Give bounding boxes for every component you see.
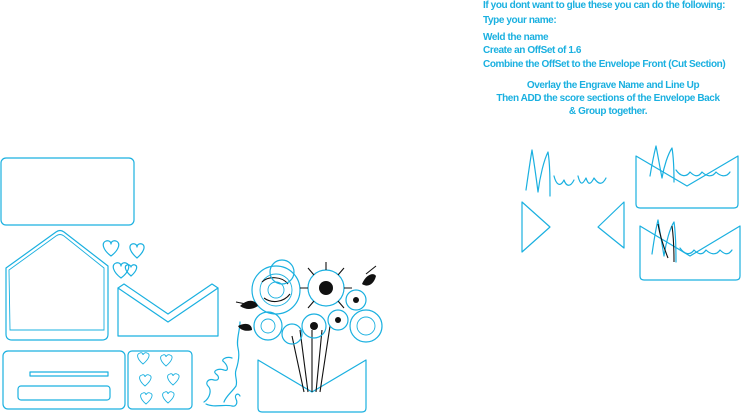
instruction-step-type-name: Type your name: [483, 15, 557, 26]
triangle-left-cutout[interactable] [597, 201, 625, 249]
script-mum-icon[interactable] [203, 321, 241, 407]
card-panel-cutout[interactable] [0, 157, 135, 226]
script-mum-icon[interactable] [525, 149, 607, 197]
envelope-front-with-name-bottom[interactable] [639, 219, 741, 281]
envelope-front-cutout[interactable] [117, 283, 219, 337]
instruction-step-combine: Combine the OffSet to the Envelope Front… [483, 59, 726, 70]
heart-icon[interactable] [102, 240, 145, 279]
instruction-header: If you dont want to glue these you can d… [483, 0, 726, 11]
instruction-step-weld: Weld the name [483, 32, 549, 43]
heart-tags-panel[interactable] [127, 350, 193, 410]
envelope-front-with-name-top[interactable] [635, 145, 739, 209]
instruction-note-add-score: Then ADD the score sections of the Envel… [496, 93, 720, 104]
slot-card-cutout[interactable] [2, 350, 126, 410]
instruction-step-offset: Create an OffSet of 1.6 [483, 45, 582, 56]
flower-bouquet-icon[interactable] [235, 259, 383, 413]
instruction-note-overlay: Overlay the Engrave Name and Line Up [526, 80, 700, 91]
instruction-note-group: & Group together. [568, 106, 648, 117]
envelope-back-cutout[interactable] [5, 229, 109, 341]
triangle-right-cutout[interactable] [521, 201, 551, 253]
